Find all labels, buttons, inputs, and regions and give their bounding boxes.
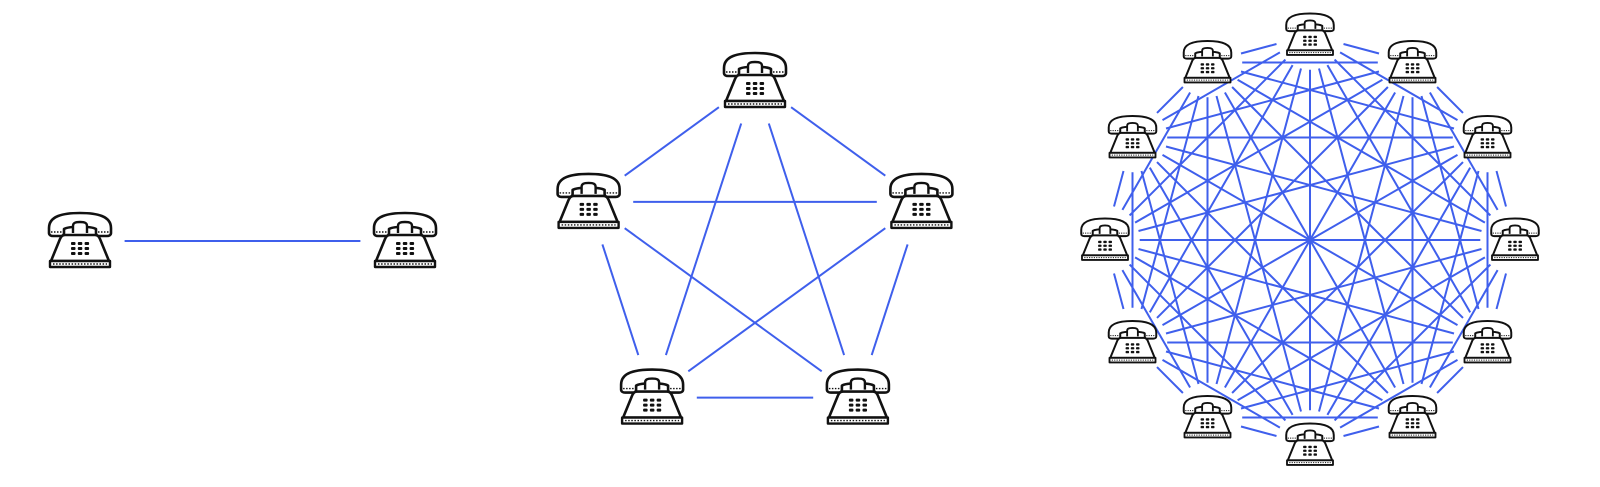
connection-line [1495,273,1507,310]
connection-line [1224,92,1396,388]
connection-line [1138,145,1455,232]
connections-layer [124,43,1507,437]
connection-line [1240,43,1277,55]
telephone-icon [47,211,113,269]
connection-line [1113,170,1125,207]
connection-line [1237,78,1486,224]
telephone-icon [1462,114,1513,159]
connection-line [1113,273,1125,310]
connection-line [664,123,743,356]
connection-line [1429,92,1499,211]
connection-line [1148,167,1294,416]
connection-line [1240,70,1455,130]
connection-line [1140,170,1200,385]
telephone-icon [1080,217,1130,261]
connection-line [1156,366,1184,394]
connection-line [1156,161,1389,394]
connection-line [601,244,640,356]
connection-line [1436,366,1464,394]
telephone-icon [1107,319,1158,364]
connection-line [1436,86,1464,114]
connection-line [1343,425,1380,437]
telephone-icon [619,368,685,425]
connection-line [767,123,846,356]
connection-line [1165,248,1482,335]
connection-line [1215,95,1302,412]
connection-line [1134,256,1383,402]
connection-line [1156,86,1184,114]
telephone-icon [1182,394,1233,439]
connection-line [1165,145,1482,232]
telephone-icon [372,211,438,269]
connection-line [1162,51,1281,121]
connection-line [624,106,720,177]
connection-line [687,227,886,373]
connection-line [1138,248,1455,335]
connection-line [1495,170,1507,207]
telephone-icon [1387,39,1438,84]
telephone-icon [889,172,954,230]
telephone-icon [1462,319,1513,364]
connection-line [1215,68,1302,385]
connection-line [1318,95,1405,412]
telephone-icon [556,172,621,230]
telephone-icon [1182,39,1233,84]
network-12 [1113,43,1507,437]
telephone-icon [1490,217,1540,261]
telephone-icon [1285,12,1335,56]
connection-line [790,106,886,177]
connection-line [1162,359,1281,429]
connection-line [1231,86,1464,319]
connection-line [624,227,823,373]
telephone-icon [825,368,891,425]
connection-line [1231,161,1464,394]
connection-line [1343,43,1380,55]
network-5 [601,106,909,399]
connection-line [1240,425,1277,437]
connection-line [1339,51,1458,121]
telephone-icon [1107,114,1158,159]
connection-line [1318,68,1405,385]
connection-line [870,244,909,356]
connection-line [1140,95,1200,310]
connection-line [1156,86,1389,319]
telephone-icon [1285,422,1335,466]
telephone-icon [1387,394,1438,439]
connection-line [1121,92,1191,211]
connection-line [1339,359,1458,429]
telephone-icon [722,51,788,109]
